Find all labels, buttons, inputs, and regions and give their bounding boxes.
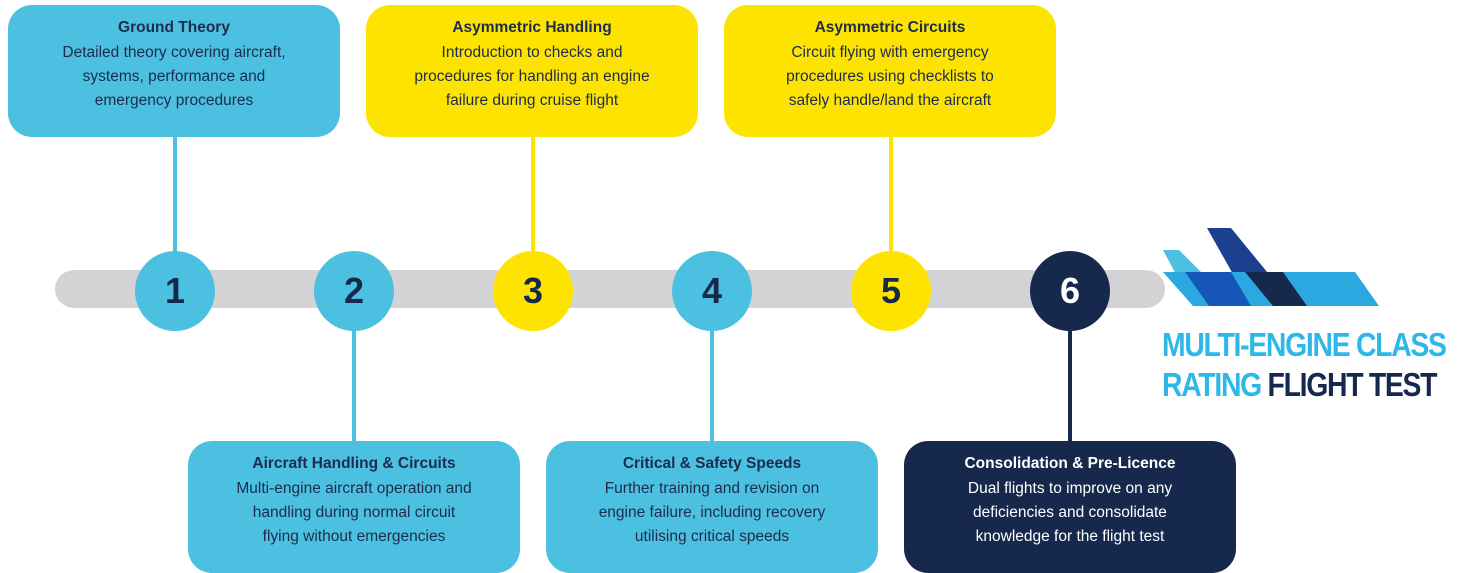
- step-number: 5: [880, 270, 902, 311]
- description-line: Dual flights to improve on any: [967, 480, 1173, 497]
- step-number: 1: [164, 270, 186, 311]
- brand-line-1-text: MULTI-ENGINE CLASS: [1162, 326, 1447, 363]
- brand-line-2-highlight: RATING: [1162, 366, 1262, 403]
- step-number: 4: [701, 270, 723, 311]
- step-title: Asymmetric Handling: [452, 19, 612, 36]
- step-card-2: Aircraft Handling & Circuits Multi-engin…: [188, 441, 520, 573]
- brand-line-2-dark: FLIGHT TEST: [1267, 366, 1438, 403]
- description-line: emergency procedures: [94, 92, 254, 109]
- description-line: failure during cruise flight: [445, 92, 619, 109]
- step-description: Introduction to checks and procedures fo…: [380, 41, 684, 113]
- step-description: Detailed theory covering aircraft, syste…: [22, 41, 326, 113]
- step-title: Asymmetric Circuits: [814, 19, 966, 36]
- step-circle-3: 3: [493, 251, 573, 331]
- description-line: procedures for handling an engine: [414, 68, 650, 85]
- step-card-6: Consolidation & Pre-Licence Dual flights…: [904, 441, 1236, 573]
- step-number: 3: [522, 270, 544, 311]
- step-title: Consolidation & Pre-Licence: [964, 455, 1176, 472]
- connector-1: [173, 135, 177, 275]
- step-circle-4: 4: [672, 251, 752, 331]
- step-card-3: Asymmetric Handling Introduction to chec…: [366, 5, 698, 137]
- step-circle-2: 2: [314, 251, 394, 331]
- description-line: Circuit flying with emergency: [791, 44, 989, 61]
- description-line: safely handle/land the aircraft: [788, 92, 992, 109]
- description-line: handling during normal circuit: [252, 504, 456, 521]
- step-title: Ground Theory: [118, 19, 230, 36]
- description-line: Introduction to checks and: [441, 44, 623, 61]
- connector-3: [531, 135, 535, 275]
- connector-5: [889, 135, 893, 275]
- step-number: 6: [1059, 270, 1081, 311]
- brand-title: MULTI-ENGINE CLASS RATING FLIGHT TEST: [1162, 325, 1447, 405]
- step-card-1: Ground Theory Detailed theory covering a…: [8, 5, 340, 137]
- description-line: deficiencies and consolidate: [973, 504, 1167, 521]
- connector-2: [352, 305, 356, 445]
- description-line: utilising critical speeds: [634, 528, 790, 545]
- step-description: Further training and revision on engine …: [560, 477, 864, 549]
- description-line: Detailed theory covering aircraft,: [62, 44, 286, 61]
- brand-line-1: MULTI-ENGINE CLASS: [1162, 325, 1447, 365]
- step-card-4: Critical & Safety Speeds Further trainin…: [546, 441, 878, 573]
- description-line: flying without emergencies: [262, 528, 446, 545]
- step-title: Critical & Safety Speeds: [622, 455, 802, 472]
- step-circle-5: 5: [851, 251, 931, 331]
- description-line: procedures using checklists to: [786, 68, 994, 85]
- step-description: Dual flights to improve on any deficienc…: [918, 477, 1222, 549]
- connector-6: [1068, 305, 1072, 445]
- connector-4: [710, 305, 714, 445]
- description-line: Further training and revision on: [604, 480, 820, 497]
- step-number: 2: [343, 270, 365, 311]
- step-circle-6: 6: [1030, 251, 1110, 331]
- step-title: Aircraft Handling & Circuits: [252, 455, 456, 472]
- brand-line-2: RATING FLIGHT TEST: [1162, 365, 1438, 405]
- step-card-5: Asymmetric Circuits Circuit flying with …: [724, 5, 1056, 137]
- description-line: systems, performance and: [82, 68, 266, 85]
- description-line: knowledge for the flight test: [975, 528, 1165, 545]
- timeline-track: [55, 270, 1165, 308]
- step-description: Multi-engine aircraft operation and hand…: [202, 477, 506, 549]
- step-description: Circuit flying with emergency procedures…: [738, 41, 1042, 113]
- description-line: Multi-engine aircraft operation and: [236, 480, 472, 497]
- description-line: engine failure, including recovery: [598, 504, 826, 521]
- aircraft-wing-logo-icon: [1163, 228, 1379, 306]
- step-circle-1: 1: [135, 251, 215, 331]
